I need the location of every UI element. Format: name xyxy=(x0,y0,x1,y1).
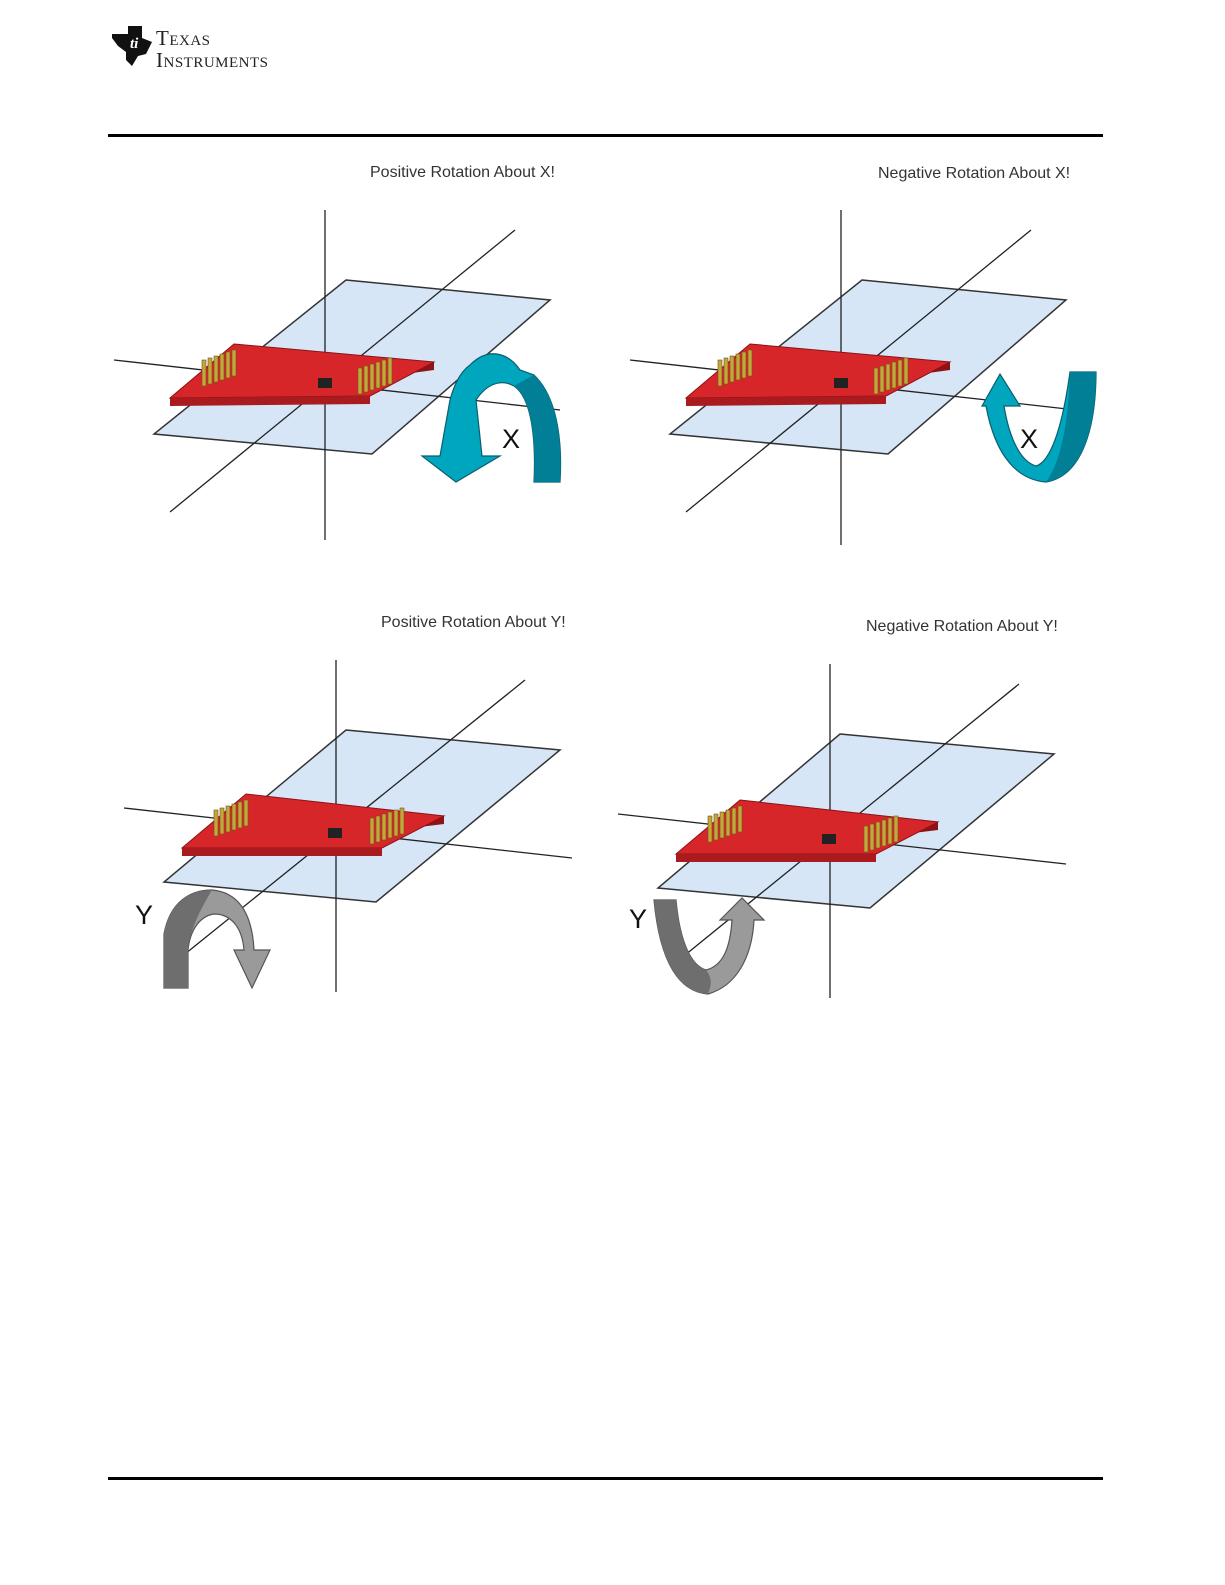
panel-title: Positive Rotation About Y! xyxy=(381,614,566,632)
panel-title: Negative Rotation About Y! xyxy=(866,618,1058,636)
panel-negative-y: Negative Rotation About Y! Y xyxy=(614,614,1114,1034)
board-diagram xyxy=(614,614,1114,1034)
ti-logo: ti TEXAS INSTRUMENTS xyxy=(108,24,308,74)
panel-negative-x: Negative Rotation About X! X xyxy=(626,160,1126,580)
axis-label: X xyxy=(1020,424,1038,455)
logo-line-2: INSTRUMENTS xyxy=(156,50,269,71)
panel-title: Negative Rotation About X! xyxy=(878,165,1070,183)
logo-line-1: TEXAS xyxy=(156,28,269,49)
header-rule xyxy=(108,134,1103,137)
axis-label: Y xyxy=(629,904,647,935)
axis-label: X xyxy=(502,424,520,455)
panel-positive-y: Positive Rotation About Y! Y xyxy=(120,610,620,1030)
svg-text:ti: ti xyxy=(130,36,139,52)
ti-logo-icon: ti xyxy=(108,24,154,68)
panel-positive-x: Positive Rotation About X! X xyxy=(110,160,610,580)
panel-title: Positive Rotation About X! xyxy=(370,164,555,182)
board-diagram xyxy=(110,160,610,580)
board-diagram xyxy=(120,610,620,1030)
axis-label: Y xyxy=(135,900,153,931)
board-diagram xyxy=(626,160,1126,580)
footer-rule xyxy=(108,1477,1103,1480)
